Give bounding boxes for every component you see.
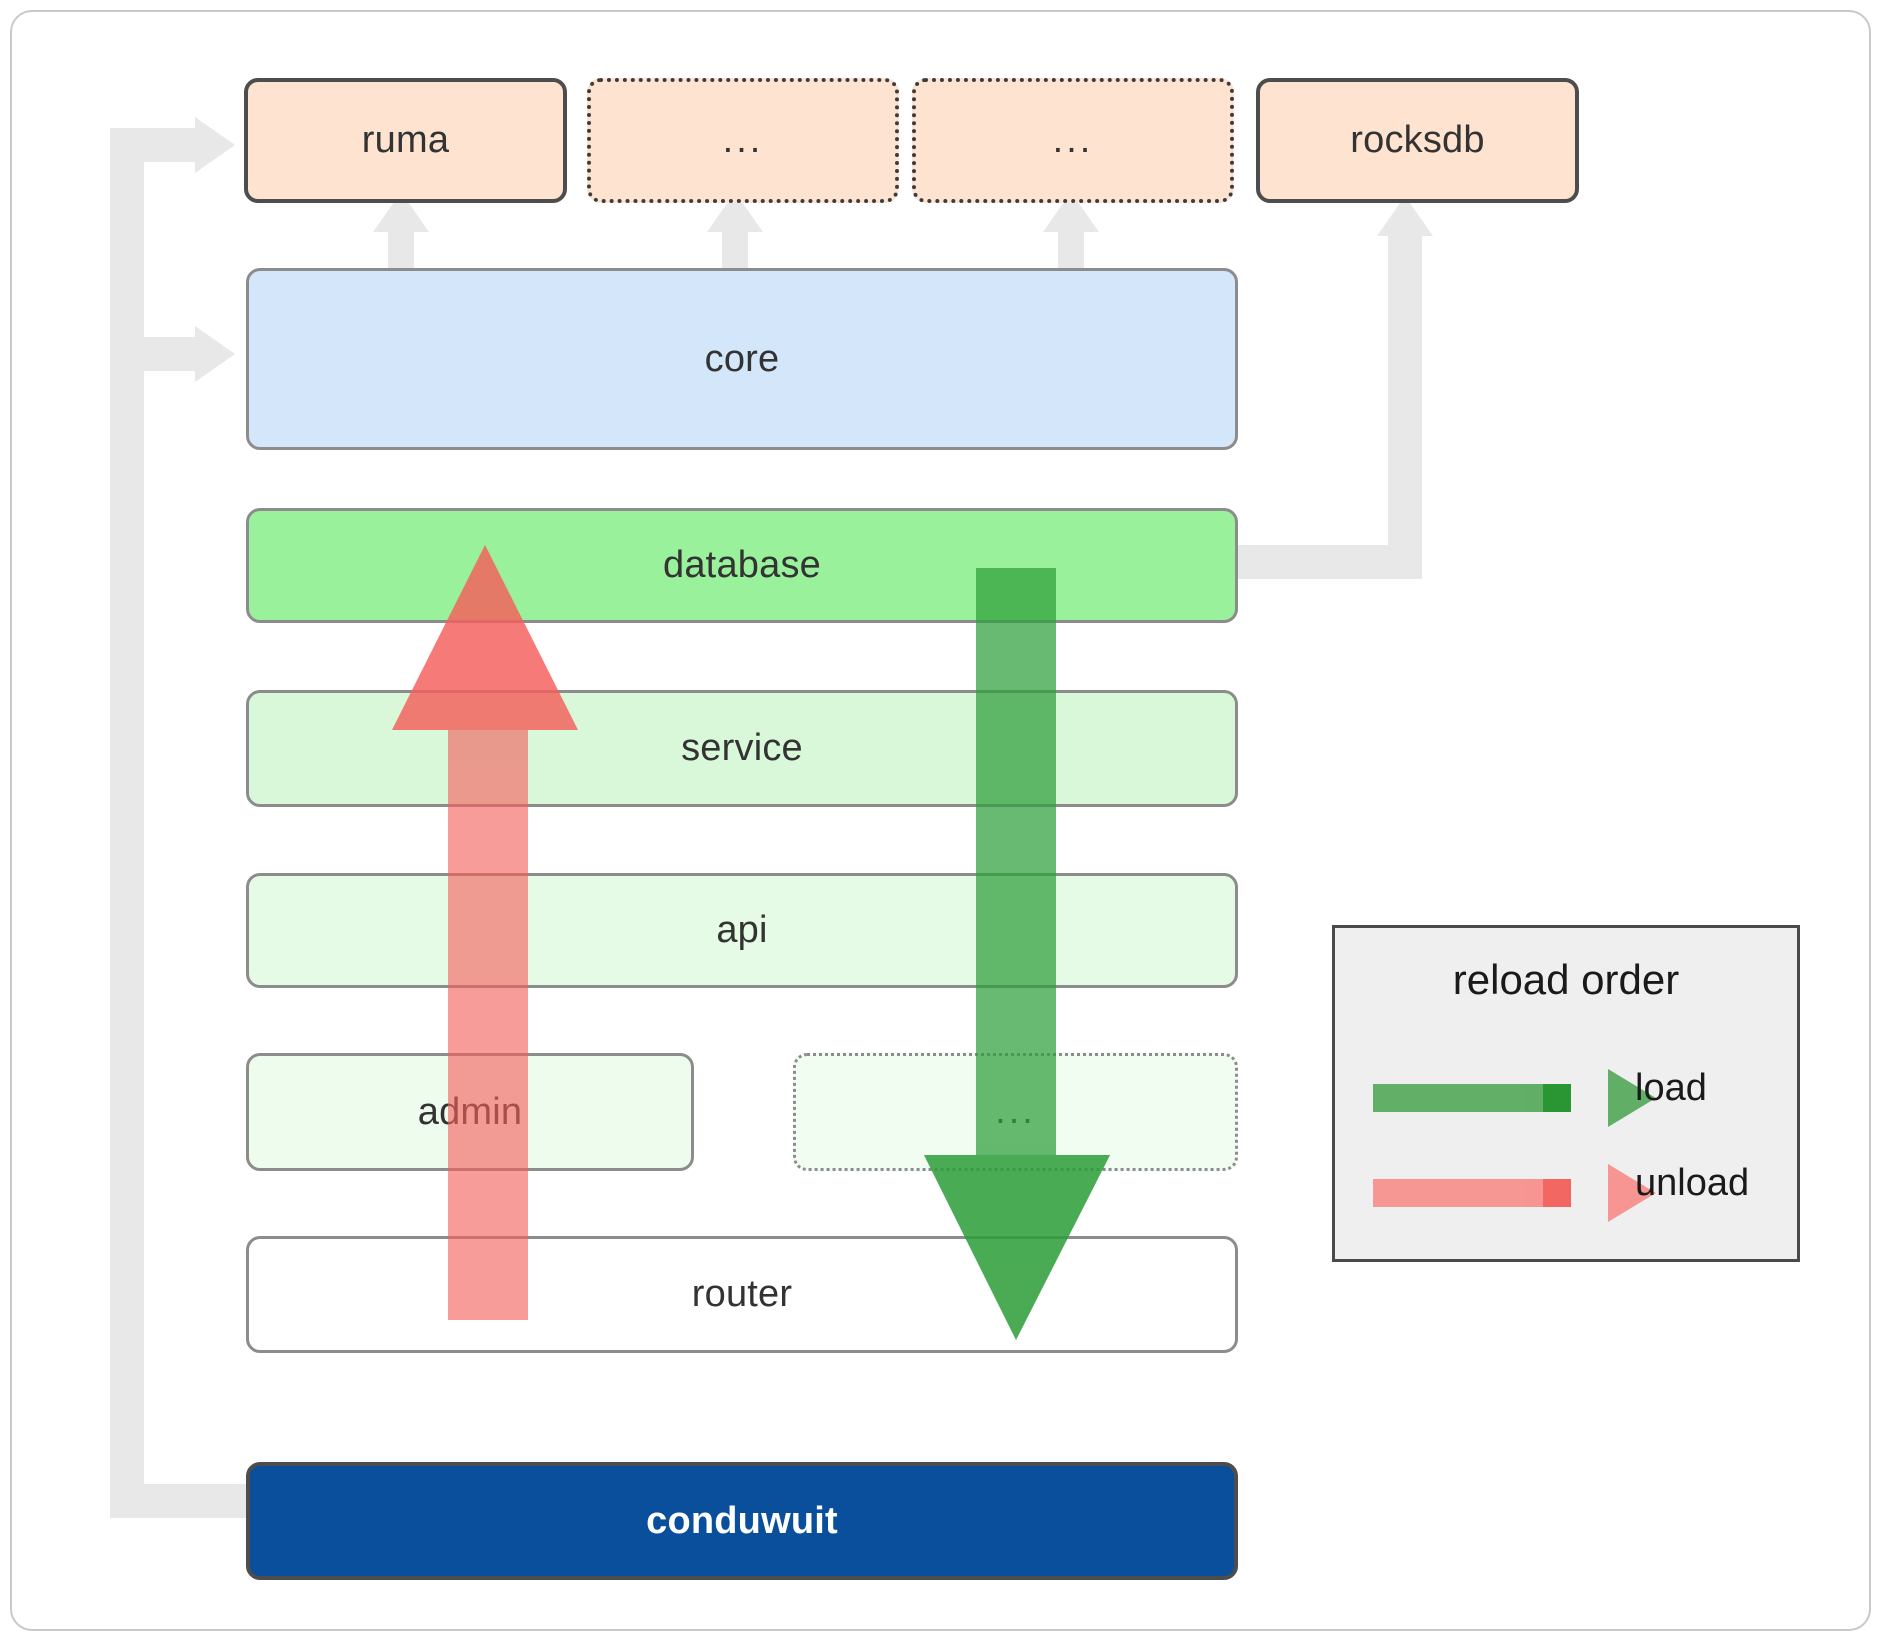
node-top-ellipsis-1-label: ... (722, 118, 764, 161)
node-rocksdb[interactable]: rocksdb (1256, 78, 1579, 203)
node-ruma-label: ruma (361, 119, 450, 161)
node-router-label: router (691, 1273, 793, 1315)
node-conduwuit-label: conduwuit (646, 1499, 838, 1542)
legend-unload-arrow-icon (1373, 1164, 1656, 1222)
legend-load-arrow-icon (1373, 1069, 1656, 1127)
node-bottom-ellipsis[interactable]: ... (793, 1053, 1238, 1171)
node-core[interactable]: core (246, 268, 1238, 450)
legend-row-unload: unload (1335, 1158, 1797, 1228)
node-database[interactable]: database (246, 508, 1238, 623)
node-top-ellipsis-2-label: ... (1052, 118, 1094, 161)
node-bottom-ellipsis-label: ... (995, 1090, 1036, 1133)
node-api-label: api (716, 909, 768, 951)
legend-unload-label: unload (1635, 1162, 1750, 1204)
node-top-ellipsis-2[interactable]: ... (912, 78, 1234, 203)
node-router[interactable]: router (246, 1236, 1238, 1353)
node-service[interactable]: service (246, 690, 1238, 807)
diagram-outer-frame (10, 10, 1871, 1631)
node-admin-label: admin (417, 1090, 523, 1133)
node-service-label: service (681, 727, 803, 769)
legend-panel: reload order load unload (1332, 925, 1800, 1262)
node-ruma[interactable]: ruma (244, 78, 567, 203)
legend-title: reload order (1452, 956, 1680, 1003)
legend-load-label: load (1635, 1067, 1707, 1109)
node-core-label: core (704, 337, 780, 380)
node-api[interactable]: api (246, 873, 1238, 988)
node-conduwuit[interactable]: conduwuit (246, 1462, 1238, 1580)
node-admin[interactable]: admin (246, 1053, 694, 1171)
node-rocksdb-label: rocksdb (1350, 119, 1485, 161)
node-database-label: database (663, 544, 821, 586)
node-top-ellipsis-1[interactable]: ... (587, 78, 899, 203)
legend-row-load: load (1335, 1063, 1797, 1133)
